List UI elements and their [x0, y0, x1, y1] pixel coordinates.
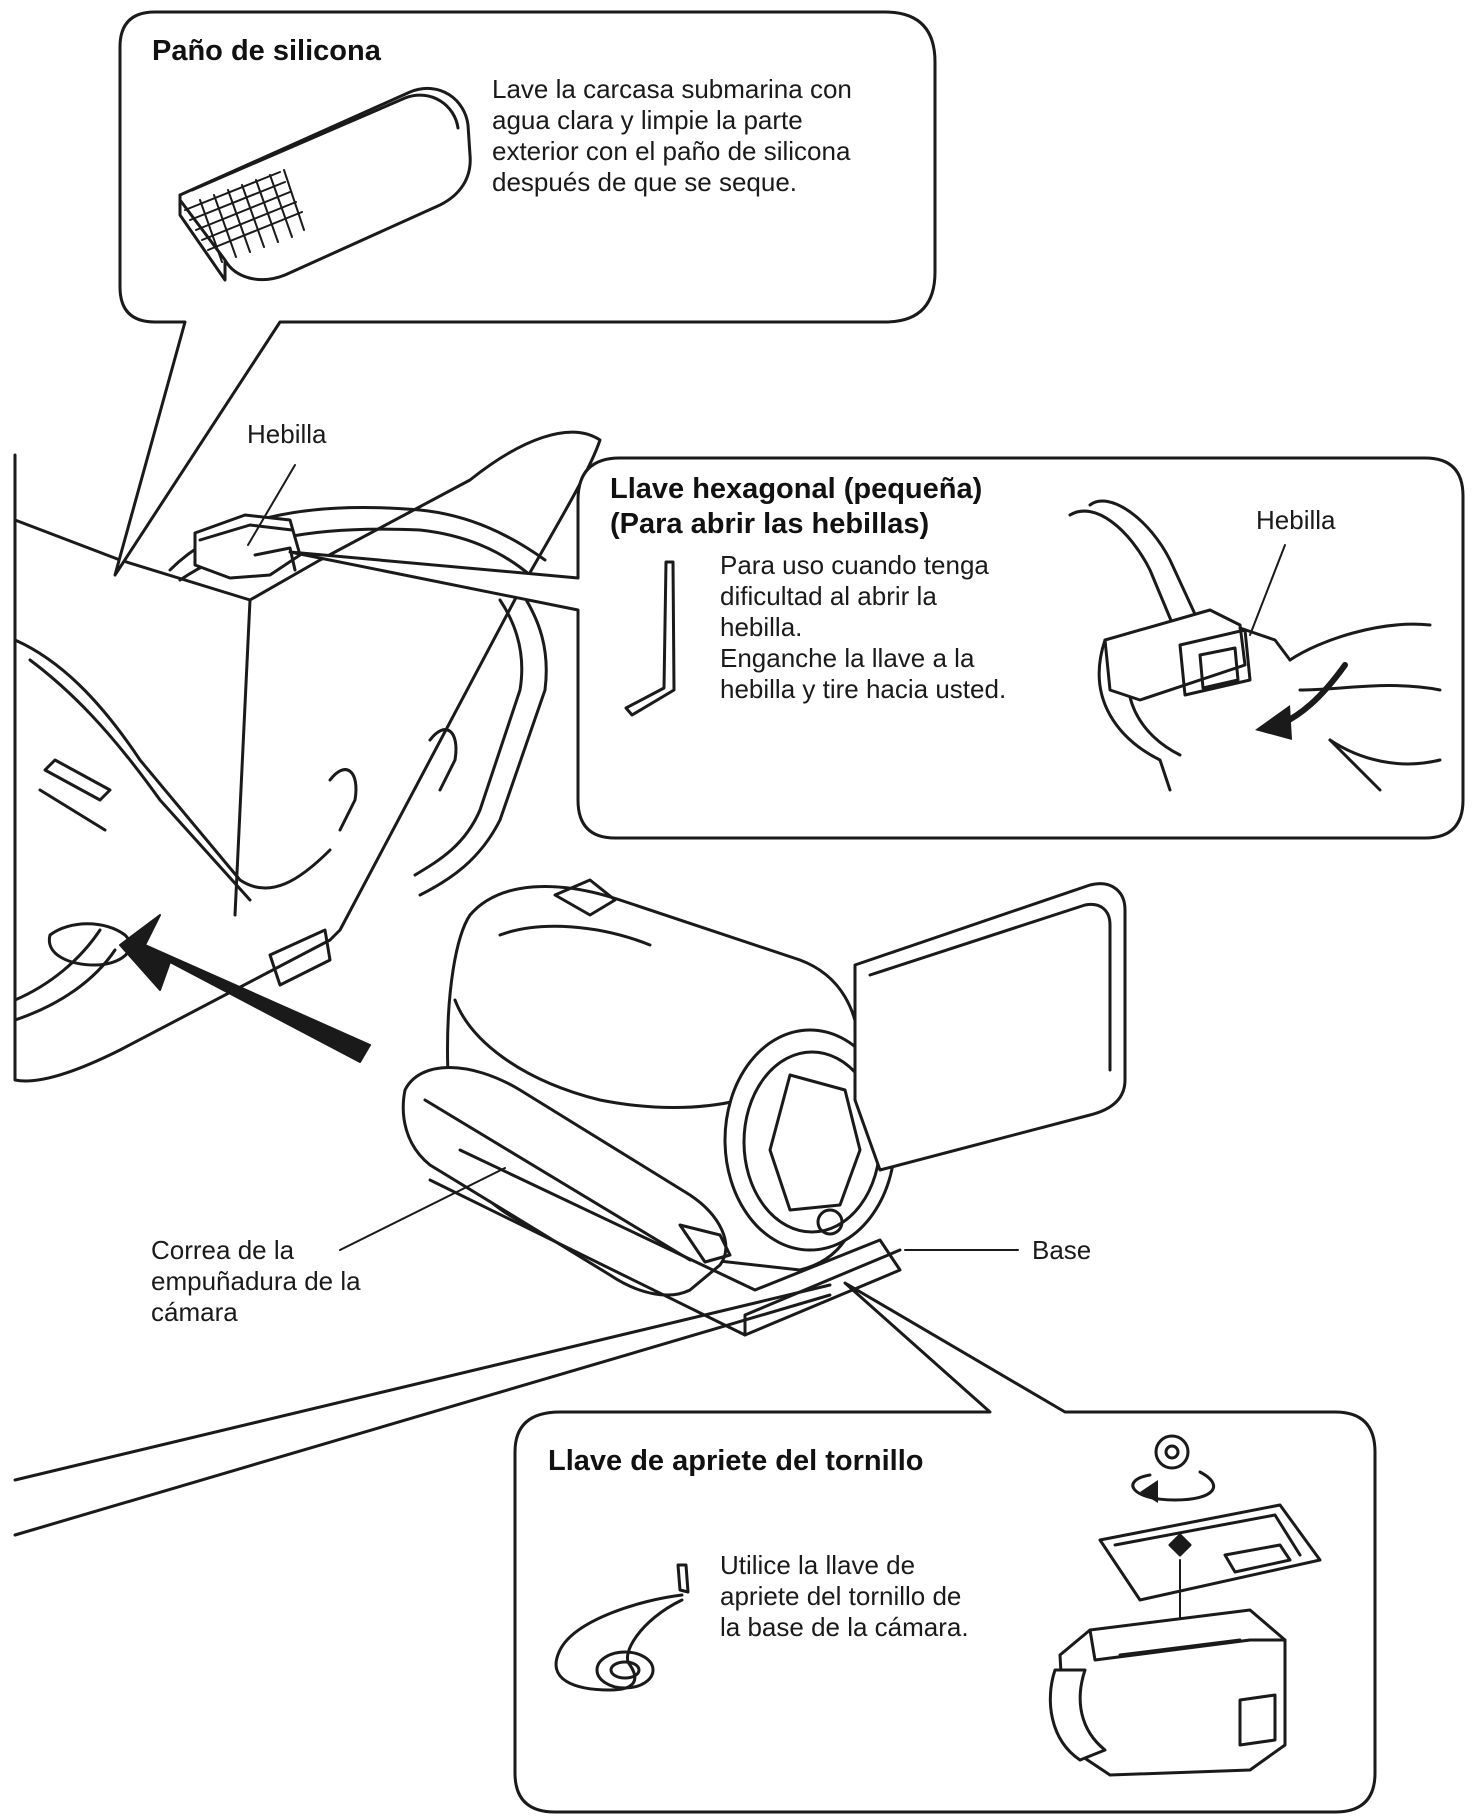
description-line: después de que se seque.: [492, 167, 798, 197]
screw-wrench-illustration: [554, 1563, 690, 1692]
description-line: dificultad al abrir la: [720, 581, 937, 611]
hex-buckle-label: Hebilla: [1256, 505, 1336, 535]
screw-wrench-description: Utilice la llave de apriete del tornillo…: [720, 1550, 969, 1643]
description-line: hebilla y tire hacia usted.: [720, 674, 1007, 704]
silicone-cloth-title: Paño de silicona: [152, 35, 381, 67]
grip-strap-label-line: cámara: [151, 1297, 238, 1327]
hex-wrench-title: Llave hexagonal (pequeña) (Para abrir la…: [610, 472, 982, 542]
screw-wrench-title: Llave de apriete del tornillo: [548, 1445, 924, 1477]
camcorder: [401, 878, 1127, 1337]
hex-wrench-title-line: Llave hexagonal (pequeña): [610, 473, 983, 505]
underwater-housing: [13, 430, 602, 1083]
hex-wrench-callout-bubble: [288, 456, 1465, 840]
silicone-cloth-illustration: [178, 86, 472, 282]
silicone-cloth-callout-bubble: [113, 10, 937, 577]
description-line: la base de la cámara.: [720, 1612, 969, 1642]
hex-wrench-description: Para uso cuando tenga dificultad al abri…: [720, 550, 1006, 705]
camera-base-mounting-illustration: [1048, 1434, 1322, 1777]
hex-wrench-title-line: (Para abrir las hebillas): [610, 508, 930, 540]
silicone-cloth-description: Lave la carcasa submarina con agua clara…: [492, 74, 852, 198]
description-line: Para uso cuando tenga: [720, 550, 989, 580]
screw-wrench-leader-upper: [13, 1283, 832, 1482]
buckle-pointer: [247, 464, 296, 546]
grip-strap-label-line: empuñadura de la: [151, 1266, 361, 1296]
insert-direction-arrow: [119, 914, 371, 1063]
buckle-label: Hebilla: [247, 419, 327, 449]
buckle-opening-illustration: [1068, 499, 1442, 792]
hex-buckle-pointer: [1249, 544, 1286, 636]
grip-strap-label: Correa de la empuñadura de la cámara: [151, 1235, 361, 1328]
description-line: Enganche la llave a la: [720, 643, 975, 673]
grip-strap-label-line: Correa de la: [151, 1235, 295, 1265]
description-line: exterior con el paño de silicona: [492, 136, 851, 166]
description-line: agua clara y limpie la parte: [492, 105, 803, 135]
description-line: Lave la carcasa submarina con: [492, 74, 852, 104]
description-line: apriete del tornillo de: [720, 1581, 962, 1611]
description-line: hebilla.: [720, 612, 803, 642]
description-line: Utilice la llave de: [720, 1550, 916, 1580]
hex-wrench-illustration: [624, 560, 676, 717]
base-label: Base: [1032, 1235, 1092, 1265]
grip-strap-pointer: [339, 1167, 506, 1251]
screw-wrench-leader-lower: [13, 1293, 832, 1537]
